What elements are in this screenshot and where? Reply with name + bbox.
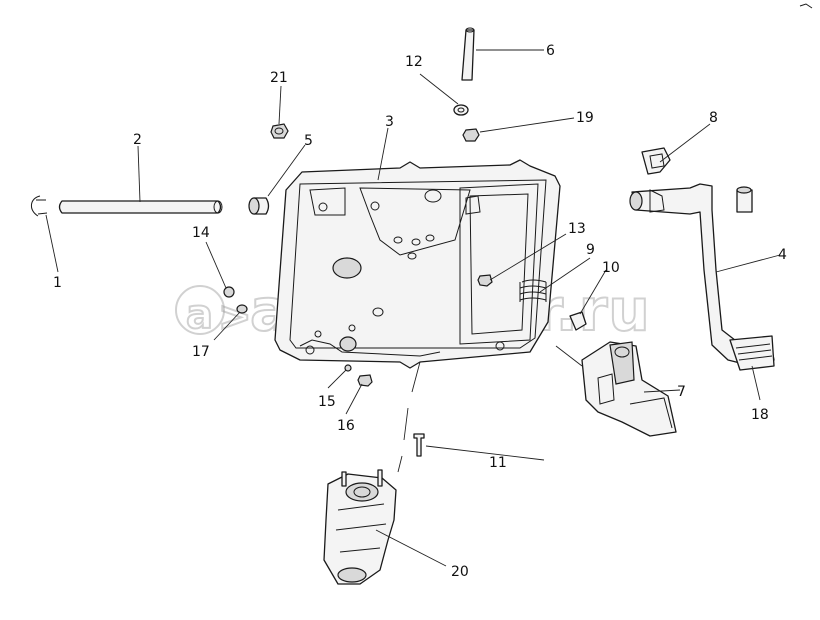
callout-9: 9: [586, 242, 595, 258]
callout-10: 10: [602, 260, 620, 276]
shaft-part: [58, 200, 223, 214]
bushing-part: [248, 197, 270, 215]
clamp-part: [641, 147, 671, 175]
callout-14: 14: [192, 225, 210, 241]
callout-2: 2: [133, 132, 142, 148]
callout-18: 18: [751, 407, 769, 423]
circlip-part: [31, 195, 48, 217]
fitting-15-part: [344, 364, 352, 372]
nut-16-part: [357, 374, 373, 387]
callout-20: 20: [451, 564, 469, 580]
leader-lines: [45, 49, 781, 567]
callout-11: 11: [489, 455, 507, 471]
callout-5: 5: [304, 133, 313, 149]
corner-mark: [799, 3, 813, 9]
pedal-sensor-part: [581, 341, 677, 437]
callout-4: 4: [778, 247, 787, 263]
callout-21: 21: [270, 70, 288, 86]
fitting-17-part: [236, 304, 248, 314]
callout-17: 17: [192, 344, 210, 360]
cap-part: [569, 311, 587, 331]
callout-1: 1: [53, 275, 62, 291]
brake-valve-part: [323, 469, 397, 585]
nut-21-part: [270, 123, 289, 139]
callouts: 1 2 3 4 5 6 7 8 9 10 11 12 13 14 15 16 1…: [53, 43, 787, 580]
fitting-14-part: [223, 286, 235, 298]
bolt-part: [413, 433, 425, 457]
callout-15: 15: [318, 394, 336, 410]
callout-3: 3: [385, 114, 394, 130]
callout-7: 7: [677, 384, 686, 400]
callout-13: 13: [568, 221, 586, 237]
svg-text:a: a: [186, 292, 214, 338]
lever-rod-part: [461, 27, 475, 81]
spring-part: [519, 279, 547, 302]
callout-6: 6: [546, 43, 555, 59]
bushing-4-part: [736, 186, 753, 213]
callout-8: 8: [709, 110, 718, 126]
nut-19-part: [462, 128, 480, 142]
callout-12: 12: [405, 54, 423, 70]
callout-19: 19: [576, 110, 594, 126]
callout-16: 16: [337, 418, 355, 434]
nut-13-part: [477, 274, 493, 287]
pedal-arm-part: [629, 183, 775, 371]
washer-12-part: [453, 104, 469, 116]
base-plate-part: [274, 159, 561, 369]
